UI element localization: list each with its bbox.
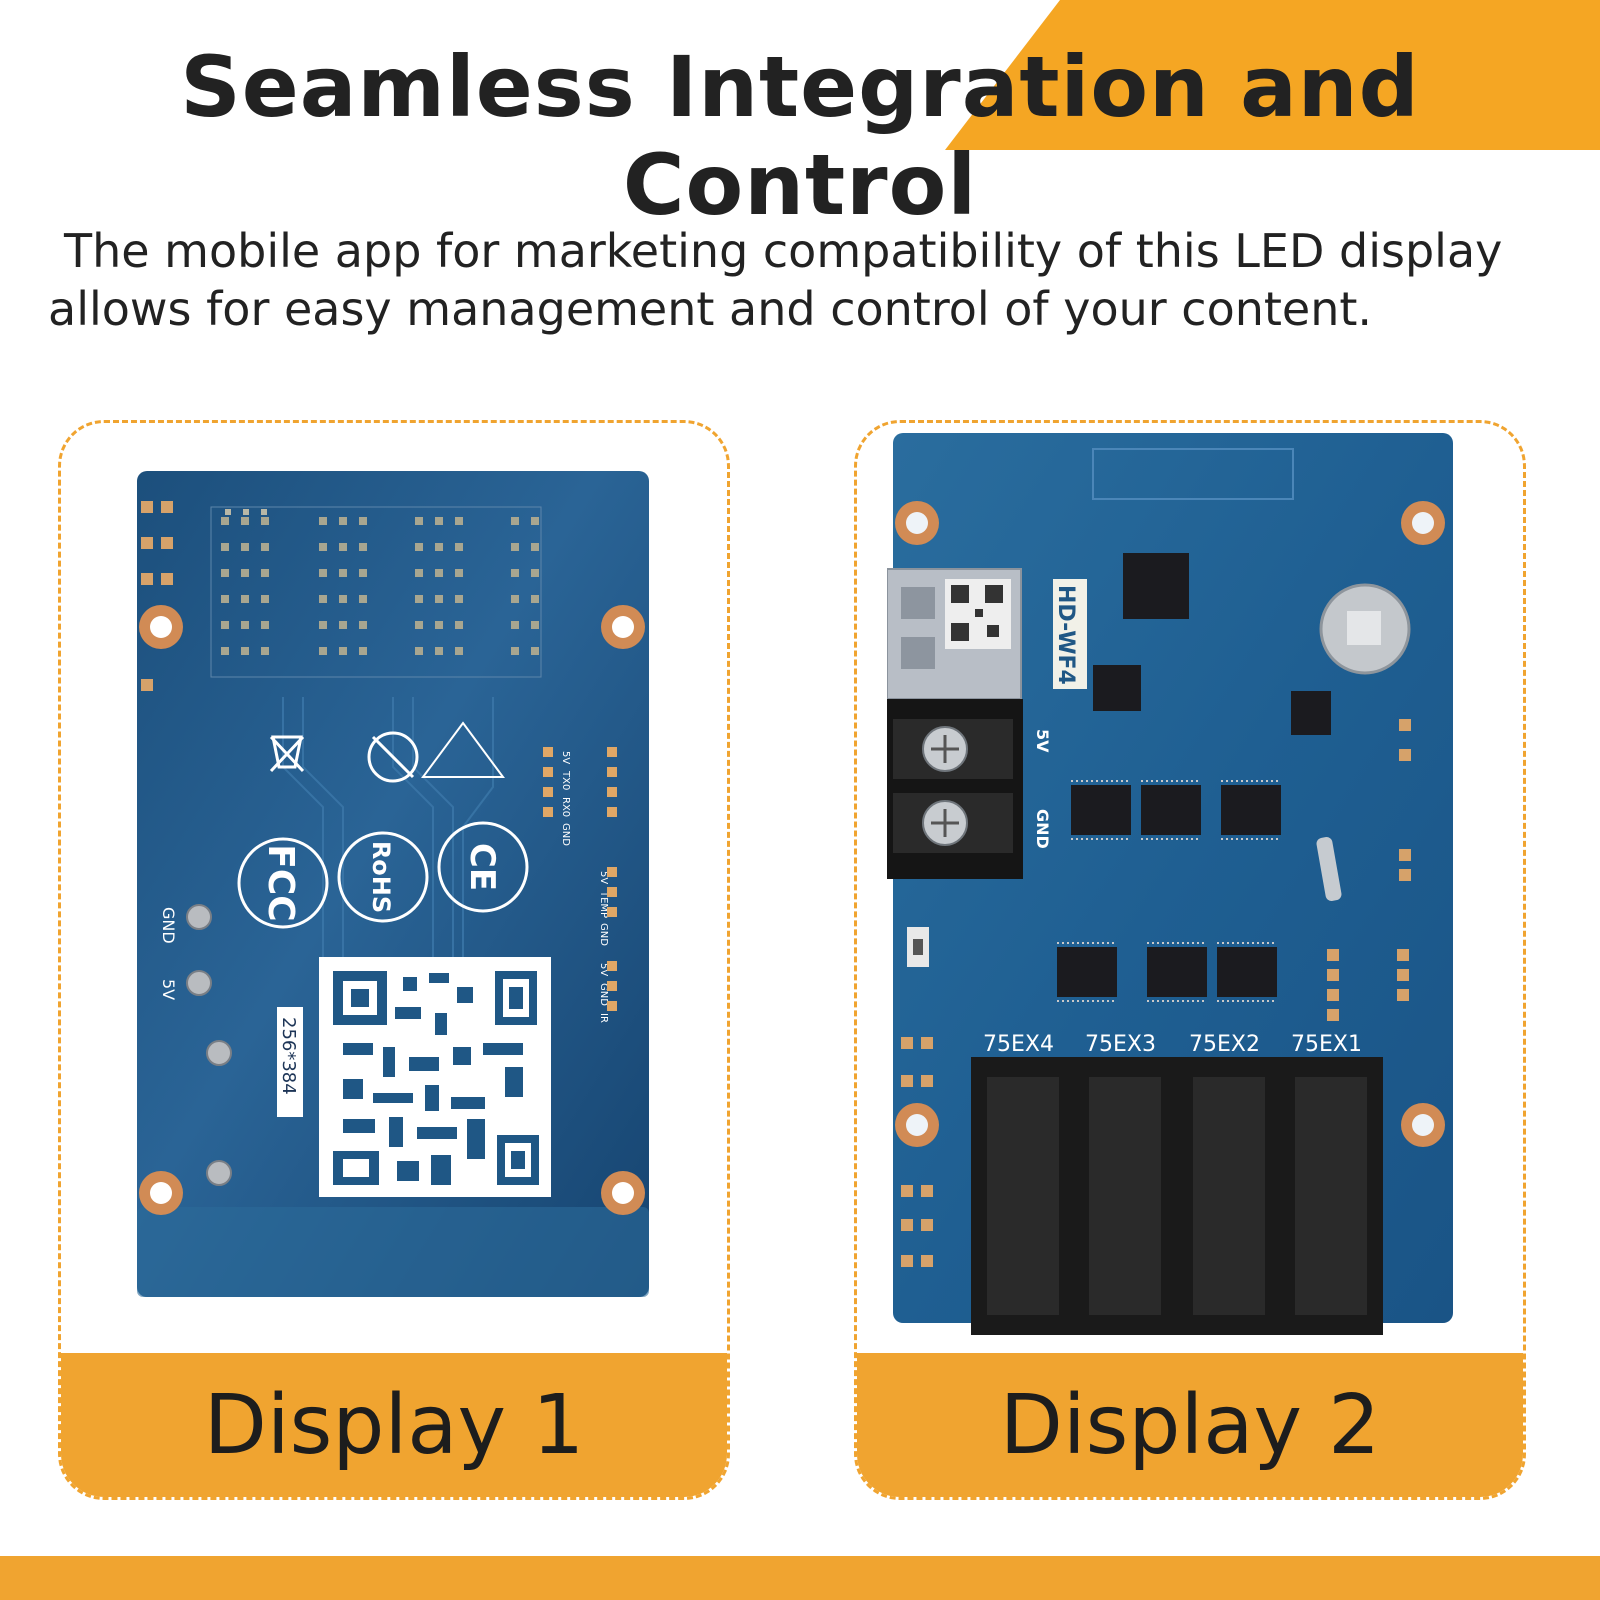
pin-label: 5V (598, 871, 609, 884)
connector-label-75ex1: 75EX1 (1291, 1032, 1362, 1057)
fcc-mark: FCC (260, 844, 301, 921)
model-label: HD-WF4 (1053, 585, 1078, 685)
display-2-board-image: HD-WF4 5V GND (887, 433, 1453, 1335)
connector-label-75ex3: 75EX3 (1085, 1032, 1156, 1057)
resolution-label: 256*384 (278, 1017, 299, 1095)
rohs-mark: RoHS (367, 841, 395, 913)
pin-label: RX0 (560, 797, 571, 817)
gnd-label: GND (1033, 809, 1052, 849)
pin-label: GND (560, 823, 571, 846)
display-2-panel: HD-WF4 5V GND (854, 420, 1526, 1500)
gnd-label: GND (159, 907, 178, 944)
pin-label: TEMP (598, 890, 609, 918)
footer-accent-bar (0, 1556, 1600, 1600)
description-line-2: allows for easy management and control o… (48, 282, 1373, 336)
description-text: The mobile app for marketing compatibili… (48, 222, 1568, 338)
display-2-label: Display 2 (857, 1353, 1523, 1497)
ce-mark: CE (462, 843, 502, 891)
pin-label: IR (598, 1013, 609, 1023)
page-title: Seamless Integration and Control (180, 38, 1420, 234)
header-accent-shape (945, 0, 1600, 150)
display-1-board-image: FCC RoHS CE 5V TX0 RX0 GND 5V TEMP GND 5… (137, 471, 649, 1297)
pin-label: TX0 (560, 770, 571, 790)
pin-label: 5V (598, 963, 609, 976)
connector-label-75ex2: 75EX2 (1189, 1032, 1260, 1057)
pin-label: GND (598, 983, 609, 1006)
description-line-1: The mobile app for marketing compatibili… (64, 224, 1503, 278)
display-1-label: Display 1 (61, 1353, 727, 1497)
pin-label: GND (598, 923, 609, 946)
5v-label: 5V (1033, 729, 1052, 753)
pin-label: 5V (560, 751, 571, 764)
display-1-panel: FCC RoHS CE 5V TX0 RX0 GND 5V TEMP GND 5… (58, 420, 730, 1500)
connector-label-75ex4: 75EX4 (983, 1032, 1054, 1057)
5v-label: 5V (159, 979, 178, 1000)
